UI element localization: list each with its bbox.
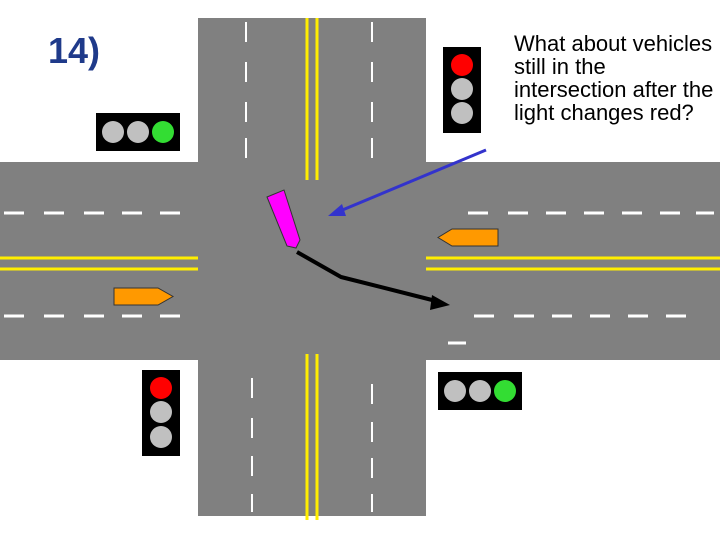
question-text: What about vehicles still in the interse…: [514, 31, 714, 125]
signal-light-red: [150, 377, 172, 399]
signal-light-off: [150, 401, 172, 423]
signal-bottom-right-horizontal: [438, 372, 522, 410]
signal-light-green: [152, 121, 174, 143]
orange-car-eastbound: [113, 287, 175, 306]
pointer-arrow: [328, 148, 487, 216]
slide-number: 14): [48, 30, 101, 71]
signal-light-green: [494, 380, 516, 402]
signal-light-off: [150, 426, 172, 448]
lane-dashes-west: [4, 211, 180, 318]
signal-light-off: [444, 380, 466, 402]
road-vertical: [198, 18, 426, 516]
orange-car-westbound: [437, 228, 499, 247]
center-line-north: [305, 18, 319, 180]
signal-top-right-vertical: [443, 47, 481, 133]
signal-light-off: [102, 121, 124, 143]
center-line-west: [0, 256, 198, 271]
lane-dashes-north: [245, 22, 373, 158]
center-line-east: [426, 256, 720, 271]
lane-dashes-east: [448, 211, 714, 345]
lane-dashes-south: [251, 378, 373, 512]
magenta-car-in-intersection: [266, 189, 301, 249]
signal-top-left-horizontal: [96, 113, 180, 151]
signal-bottom-left-vertical: [142, 370, 180, 456]
turn-path-arrow: [296, 250, 450, 310]
center-line-south: [305, 354, 319, 520]
signal-light-red: [451, 54, 473, 76]
signal-light-off: [451, 102, 473, 124]
signal-light-off: [127, 121, 149, 143]
signal-light-off: [469, 380, 491, 402]
signal-light-off: [451, 78, 473, 100]
